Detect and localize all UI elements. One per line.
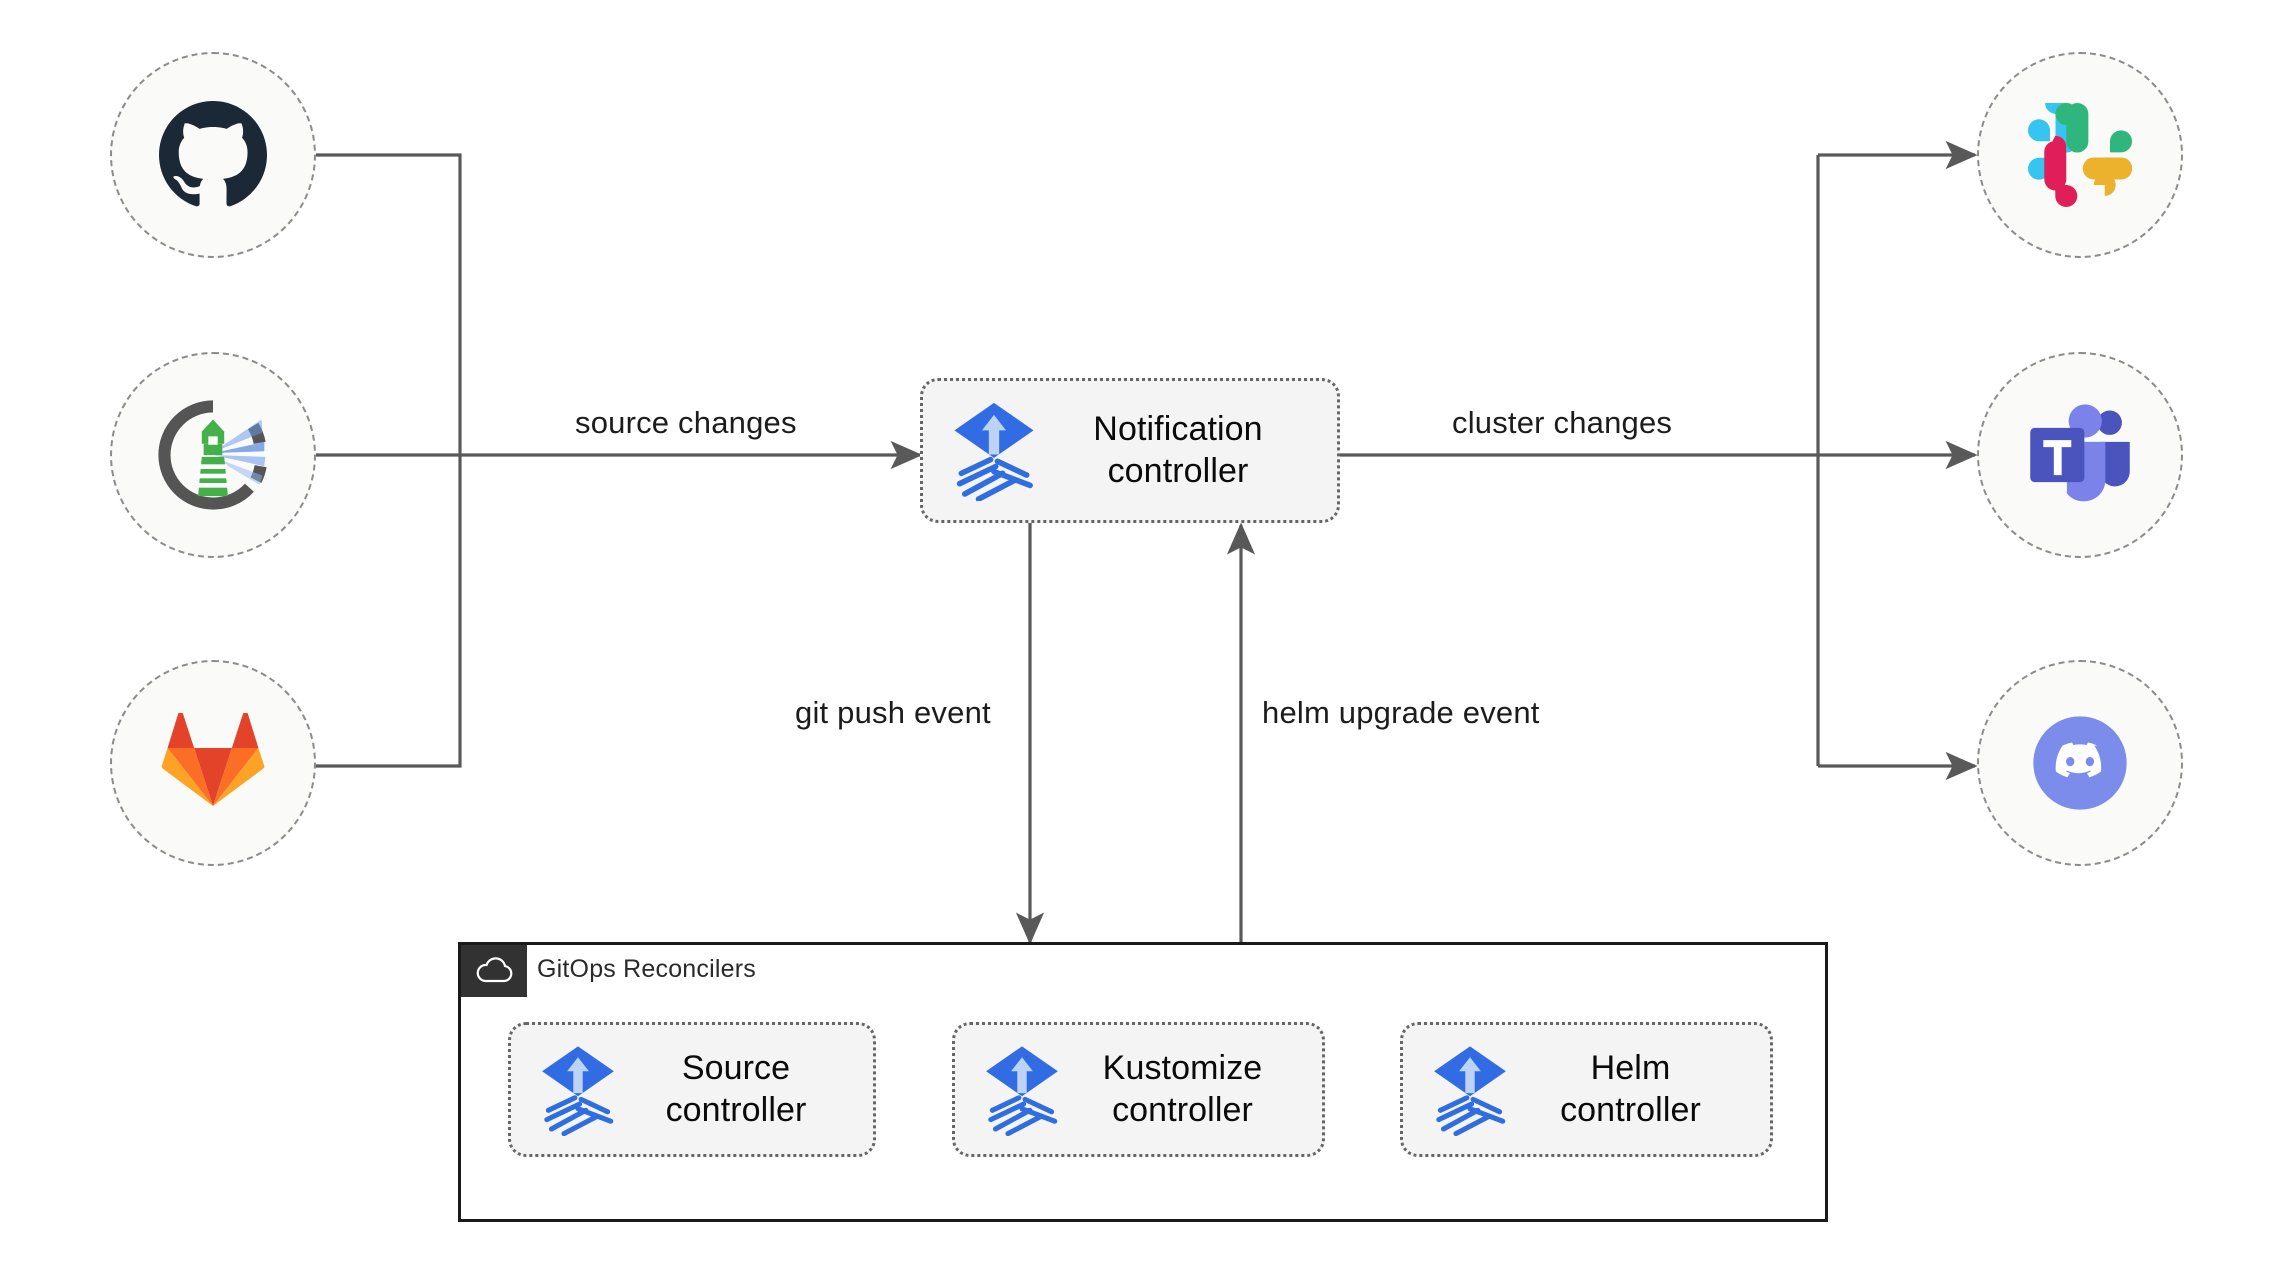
helm-controller-node[interactable]: Helm controller xyxy=(1400,1022,1773,1157)
source-node-flux-lighthouse[interactable] xyxy=(110,352,316,558)
group-tab xyxy=(461,945,527,997)
kustomize-controller-label: Kustomize controller xyxy=(1102,1049,1263,1129)
group-title: GitOps Reconcilers xyxy=(537,955,756,983)
notification-controller-label: Notification controller xyxy=(1093,410,1263,490)
destination-node-slack[interactable] xyxy=(1977,52,2183,258)
flux-icon xyxy=(986,1045,1058,1136)
edge-label-git-push-event: git push event xyxy=(795,695,991,730)
source-node-gitlab[interactable] xyxy=(110,660,316,866)
edge-source-changes xyxy=(213,153,923,768)
notification-controller-node[interactable]: Notification controller xyxy=(920,378,1340,523)
source-node-github[interactable] xyxy=(110,52,316,258)
slack-icon xyxy=(2028,103,2132,207)
gitlab-icon xyxy=(161,713,265,806)
edge-cluster-changes xyxy=(1340,140,1978,781)
destination-node-discord[interactable] xyxy=(1977,660,2183,866)
discord-icon xyxy=(2033,716,2127,810)
edge-label-source-changes: source changes xyxy=(575,405,797,440)
cloud-icon xyxy=(476,957,513,983)
helm-controller-label: Helm controller xyxy=(1560,1049,1701,1129)
github-icon xyxy=(159,101,267,207)
edge-label-helm-upgrade-event: helm upgrade event xyxy=(1262,695,1540,730)
kustomize-controller-node[interactable]: Kustomize controller xyxy=(952,1022,1325,1157)
source-controller-label: Source controller xyxy=(665,1049,807,1129)
source-controller-node[interactable]: Source controller xyxy=(508,1022,876,1157)
destination-node-teams[interactable] xyxy=(1977,352,2183,558)
flux-icon xyxy=(1434,1045,1506,1136)
flux-icon xyxy=(954,402,1034,501)
lighthouse-icon xyxy=(158,400,267,510)
flux-icon xyxy=(542,1045,614,1136)
microsoft-teams-icon xyxy=(2030,404,2130,502)
edge-label-cluster-changes: cluster changes xyxy=(1452,405,1673,440)
